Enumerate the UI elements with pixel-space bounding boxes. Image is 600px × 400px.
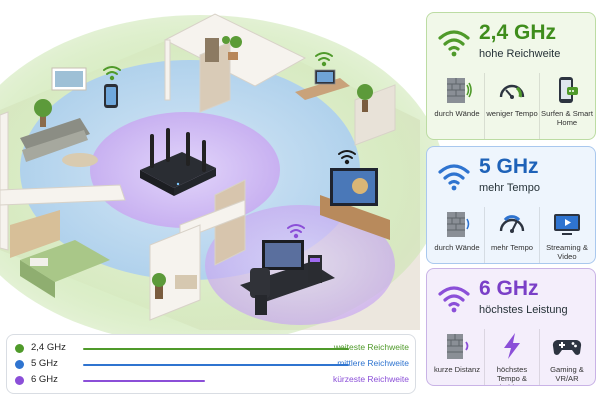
wifi-icon [438,30,470,57]
legend-dot [15,376,24,385]
band-card-6ghz: 6 GHz höchstes Leistung kurze Distanz hö… [426,268,596,386]
legend-band: 5 GHz [31,358,58,369]
band-frequency: 5 GHz [479,155,539,178]
feature-label: mehr Tempo [490,243,534,252]
feature-label: durch Wände [434,109,480,118]
wifi-signal-icon-tv [338,150,356,165]
band-frequency: 2,4 GHz [479,21,557,44]
living-room [20,67,98,167]
feature-through-walls: durch Wände [429,207,485,263]
smartphone [104,84,118,108]
band-card-header: 2,4 GHz hohe Reichweite [427,13,595,69]
legend-dot [15,344,24,353]
legend-range-line [83,364,349,366]
band-card-2-4ghz: 2,4 GHz hohe Reichweite durch Wände weni… [426,12,596,140]
brick-wall-icon [447,212,470,237]
wifi-signal-icon-phone [103,66,121,81]
speedometer-medium-icon [499,215,525,233]
wifi-signal-icon-gaming [287,224,305,239]
feature-speed: weniger Tempo [484,73,540,139]
feature-label: weniger Tempo [486,109,538,118]
band-subtitle: hohe Reichweite [479,48,561,60]
band-card-header: 5 GHz mehr Tempo [427,147,595,203]
feature-speed: mehr Tempo [484,207,540,263]
band-card-5ghz: 5 GHz mehr Tempo durch Wände mehr Tempo … [426,146,596,264]
gaming-setup [240,240,335,315]
wifi-router [140,128,216,196]
wifi-signal-icon-laptop [315,52,333,67]
legend-band: 2,4 GHz [31,342,66,353]
brick-wall-icon [447,78,472,103]
gamepad-icon [552,339,582,355]
feature-use-case: Surfen & Smart Home [539,73,595,139]
feature-short-distance: kurze Distanz [429,329,485,385]
tv-set [320,168,390,240]
feature-label: Gaming & VR/AR [550,365,584,383]
wifi-icon [438,164,470,191]
top-room [205,36,242,62]
band-subtitle: mehr Tempo [479,182,540,194]
smartphone-smart-home-icon [559,77,578,103]
band-card-header: 6 GHz höchstes Leistung [427,269,595,325]
feature-label: kurze Distanz [433,365,480,374]
band-frequency: 6 GHz [479,277,539,300]
office [295,69,373,112]
feature-through-walls: durch Wände [429,73,485,139]
feature-speed: höchstes Tempo & niedrigste Latenz [484,329,540,385]
feature-label: durch Wände [434,243,480,252]
feature-label: Surfen & Smart Home [541,109,593,127]
legend-range-line [83,380,205,382]
lightning-bolt-icon [504,333,520,359]
band-subtitle: höchstes Leistung [479,304,568,316]
bedroom [10,210,197,299]
feature-label: Streaming & Video [546,243,588,261]
speedometer-low-icon [499,84,525,99]
tv-streaming-icon [554,214,580,235]
legend-description: weiteste Reichweite [333,342,409,352]
legend-row-5ghz: 5 GHz mittlere Reichweite [15,357,413,373]
feature-use-case: Streaming & Video [539,207,595,263]
short-distance-wall-icon [447,334,469,359]
legend-row-6ghz: 6 GHz kürzeste Reichweite [15,373,413,389]
feature-label: höchstes Tempo & niedrigste Latenz [496,365,529,385]
wifi-icon [438,286,470,313]
legend-band: 6 GHz [31,374,58,385]
legend-dot [15,360,24,369]
legend-row-2-4ghz: 2,4 GHz weiteste Reichweite [15,341,413,357]
feature-use-case: Gaming & VR/AR [539,329,595,385]
legend-description: kürzeste Reichweite [332,374,409,384]
range-legend: 2,4 GHz weiteste Reichweite 5 GHz mittle… [6,334,416,394]
legend-description: mittlere Reichweite [337,358,409,368]
legend-range-line [83,348,349,350]
